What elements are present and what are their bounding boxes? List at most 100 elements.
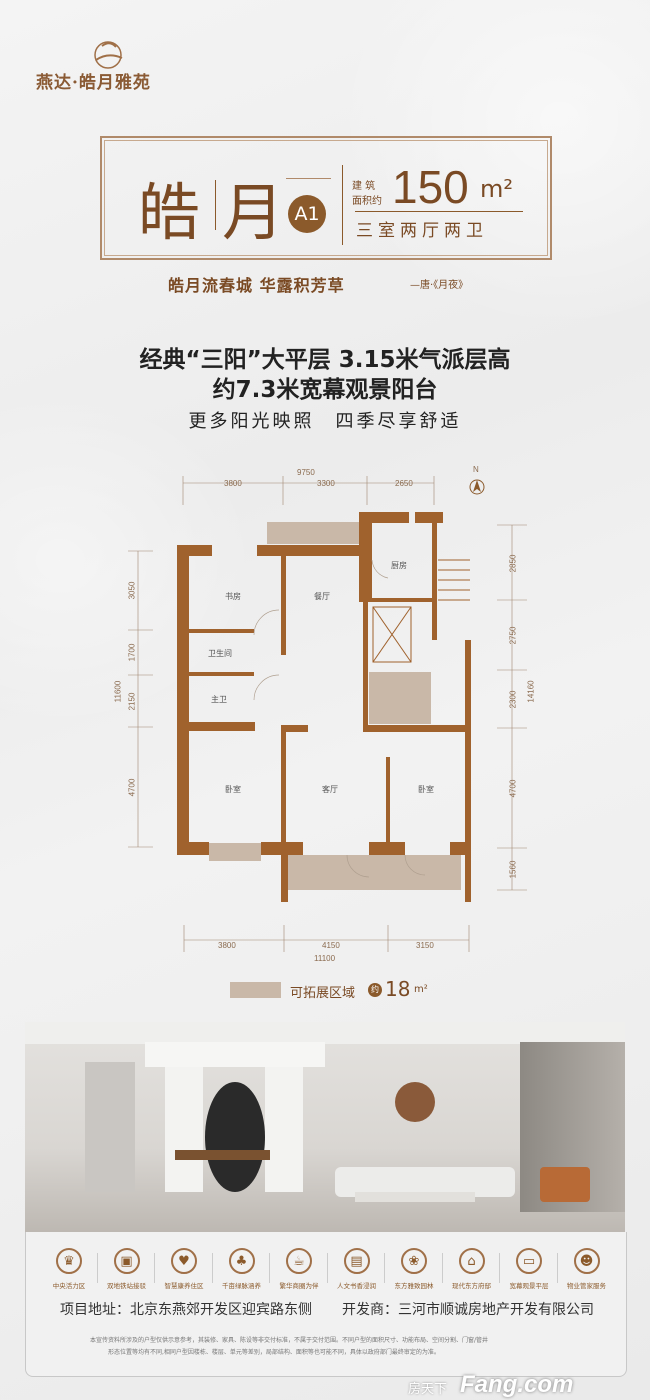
legend-swatch <box>230 982 281 998</box>
expandable-area <box>209 522 461 890</box>
divider <box>326 1253 328 1283</box>
headline-2: 约7.3米宽幕观景阳台 <box>212 377 438 403</box>
dim-left: 4700 <box>127 778 137 797</box>
room-bedroom: 卧室 <box>225 785 241 794</box>
divider <box>384 1253 385 1283</box>
door-swings <box>253 559 426 878</box>
dim-right: 2300 <box>508 690 518 709</box>
poem-source: —唐·《月夜》 <box>410 280 469 291</box>
feature-item: ☕ 繁华商圈为伴 <box>270 1248 328 1290</box>
dim-right-total: 14160 <box>526 680 536 703</box>
dim-right: 4700 <box>508 779 518 798</box>
dim-left: 2150 <box>127 692 137 711</box>
cloud-ornament <box>286 178 331 179</box>
divider <box>342 165 343 245</box>
dim-right: 2750 <box>508 626 518 645</box>
divider <box>211 1253 213 1283</box>
dim-top: 3300 <box>317 479 335 488</box>
feature-item: ▣ 双地铁站接驳 <box>98 1248 156 1290</box>
people-icon: ☻ <box>573 1248 600 1274</box>
disclaimer-line: 形态位置等均有不同,相同户型因楼栋、楼层、单元等差别，局部结构、面积等也可能不同… <box>108 1349 440 1356</box>
feature-label: 东方雅致园林 <box>394 1282 434 1290</box>
feature-item: ▭ 宽幕观景平层 <box>500 1248 558 1290</box>
panorama-icon: ▭ <box>516 1248 542 1274</box>
heart-hands-icon: ♥ <box>171 1248 197 1274</box>
divider <box>215 180 216 230</box>
crown-icon: ♛ <box>56 1248 82 1274</box>
divider <box>556 1253 558 1283</box>
room-bathroom: 卫生间 <box>208 649 232 658</box>
feature-label: 人文书香浸润 <box>337 1282 376 1290</box>
brand-name: 燕达·皓月雅苑 <box>36 73 151 93</box>
dim-left: 3050 <box>127 581 137 600</box>
room-master-bath: 主卫 <box>211 695 227 704</box>
divider <box>96 1253 98 1283</box>
layout-text: 三室两厅两卫 <box>356 221 488 241</box>
title-frame <box>100 136 552 260</box>
legend-value: 18 <box>385 977 411 1001</box>
feature-item: ♥智慧康养住区 <box>155 1248 213 1290</box>
feature-item: ♣ 千亩绿脉涵养 <box>213 1248 271 1290</box>
watermark-top: 房天下 <box>408 1382 448 1397</box>
area-unit: m² <box>480 175 513 203</box>
divider <box>441 1253 443 1283</box>
interior-photo <box>25 1022 625 1232</box>
area-label: 建 筑 <box>352 181 376 192</box>
dim-top: 2650 <box>395 479 413 488</box>
dim-bottom-total: 11100 <box>314 954 336 963</box>
divider <box>355 211 523 212</box>
feature-label: 宽幕观景平层 <box>509 1282 549 1290</box>
room-dining: 餐厅 <box>314 592 330 601</box>
area-label: 面积约 <box>352 196 382 207</box>
feature-label: 双地铁站接驳 <box>107 1282 146 1290</box>
legend-label: 可拓展区域 <box>290 986 356 1001</box>
title-char-2: 月 <box>222 176 285 249</box>
compass-label: N <box>473 465 479 474</box>
dim-right: 2850 <box>508 554 518 573</box>
feature-item: ❀ 东方雅致园林 <box>385 1248 443 1290</box>
legend-approx: 约 <box>368 983 382 997</box>
room-bedroom: 卧室 <box>418 785 434 794</box>
headline-3: 更多阳光映照 四季尽享舒适 <box>188 411 462 432</box>
garden-icon: ❀ <box>401 1248 427 1274</box>
title-char-1: 皓 <box>138 176 201 249</box>
developer: 开发商：三河市顺诚房地产开发有限公司 <box>342 1302 594 1318</box>
project-address: 项目地址：北京东燕郊开发区迎宾路东侧 <box>60 1302 312 1318</box>
dim-top: 3800 <box>224 479 242 488</box>
dim-top-total: 9750 <box>297 468 315 477</box>
feature-label: 现代东方府邸 <box>452 1282 491 1290</box>
feature-item: ▤ 人文书香浸润 <box>328 1248 386 1290</box>
room-living: 客厅 <box>322 785 338 794</box>
feature-label: 千亩绿脉涵养 <box>222 1282 261 1290</box>
feature-item: ⌂ 现代东方府邸 <box>443 1248 501 1290</box>
divider <box>154 1253 155 1283</box>
dim-left: 1700 <box>127 643 137 662</box>
poem-line: 皓月流春城 华露积芳草 <box>168 276 345 295</box>
feature-label: 繁华商圈为伴 <box>279 1282 319 1290</box>
area-value: 150 <box>392 161 469 213</box>
metro-icon: ▣ <box>113 1248 140 1274</box>
dim-right: 1560 <box>508 860 518 879</box>
legend-unit: m² <box>414 984 428 995</box>
mansion-icon: ⌂ <box>458 1248 485 1274</box>
divider <box>269 1253 270 1283</box>
room-kitchen: 厨房 <box>391 561 407 570</box>
title-frame-inner <box>104 140 548 256</box>
feature-item: ♛ 中央活力区 <box>40 1248 98 1290</box>
type-badge: A1 <box>288 195 326 233</box>
dim-bottom: 3150 <box>416 941 434 950</box>
tree-icon: ♣ <box>228 1248 255 1274</box>
compass <box>469 479 485 495</box>
dim-bottom: 3800 <box>218 941 236 950</box>
feature-label: 中央活力区 <box>52 1282 86 1290</box>
room-study: 书房 <box>225 592 241 601</box>
disclaimer-line: 本宣传资料所涉及的户型仅供示意参考，其装修、家具、陈设等非交付标准，不属于交付范… <box>90 1337 489 1344</box>
dim-left-total: 11600 <box>113 680 123 703</box>
book-icon: ▤ <box>343 1248 370 1274</box>
elevator-stair <box>372 559 470 663</box>
feature-label: 物业管家服务 <box>567 1282 606 1290</box>
coffee-icon: ☕ <box>286 1248 312 1274</box>
moon-swallow-logo <box>94 41 123 69</box>
walls <box>177 512 471 902</box>
divider <box>499 1253 500 1283</box>
